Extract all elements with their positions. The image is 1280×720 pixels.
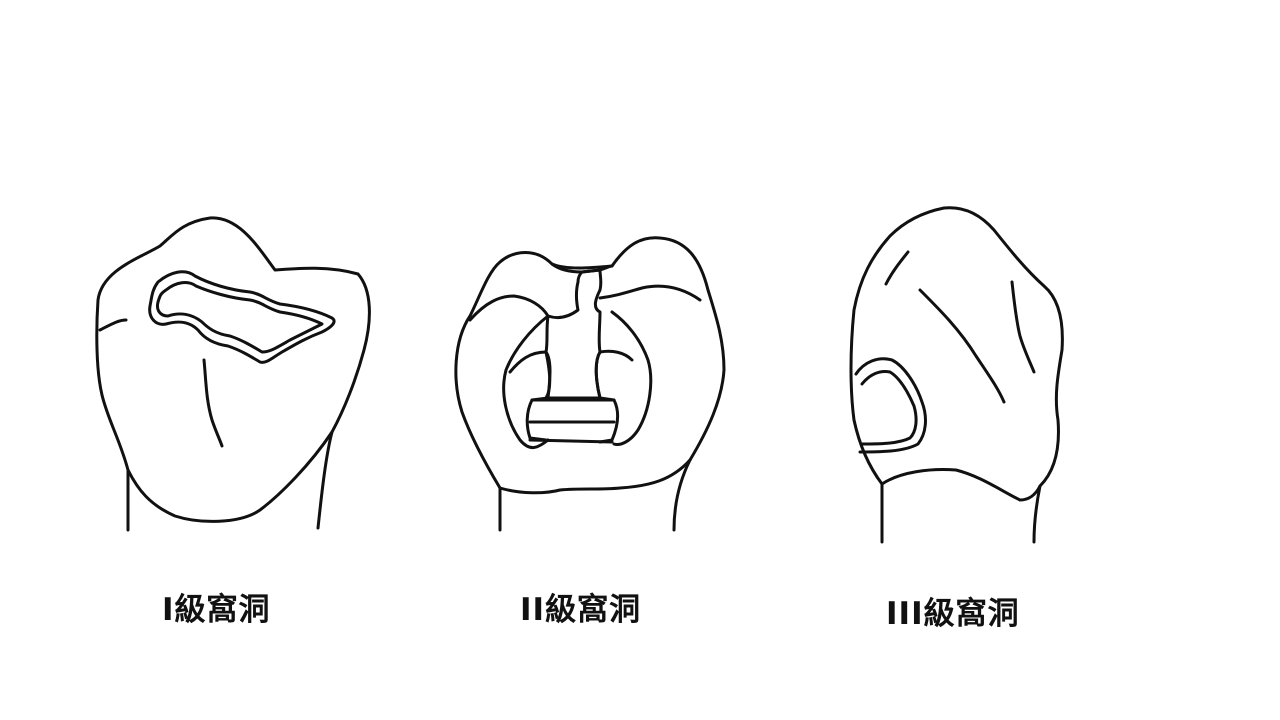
class-2-left-cusp — [468, 294, 550, 322]
class-1-root-line — [126, 430, 334, 523]
class-1-groove — [202, 358, 224, 448]
class-2-isthmus — [544, 268, 603, 400]
class-3-facial-line — [918, 288, 1006, 404]
class-3-cavity-label: III級窩洞 — [886, 596, 1020, 632]
class-2-cervical-line — [498, 458, 692, 495]
class-1-crown-outline — [95, 216, 371, 532]
class-1-cavity-inner — [156, 281, 324, 354]
class-3-ridge-line — [884, 250, 910, 286]
class-2-right-cusp — [598, 284, 702, 302]
class-1-cavity-label: I級窩洞 — [162, 592, 271, 628]
class-3-crown-outline — [849, 206, 1064, 544]
class-3-cavity-inner — [860, 370, 918, 446]
class-2-top-rim — [550, 262, 614, 274]
class-2-inner-ring-right — [610, 310, 653, 446]
class-3-distal-line — [1010, 280, 1036, 374]
class-2-inner-ring — [502, 314, 550, 449]
class-1-cavity-outer — [148, 270, 336, 364]
class-2-cavity-label: II級窩洞 — [520, 592, 642, 628]
class-3-cavity-outer — [854, 357, 927, 454]
class-1-cusp-groove — [98, 318, 128, 332]
class-2-box-floor-bottom — [528, 438, 614, 444]
class-3-cervical-line — [880, 468, 1042, 502]
